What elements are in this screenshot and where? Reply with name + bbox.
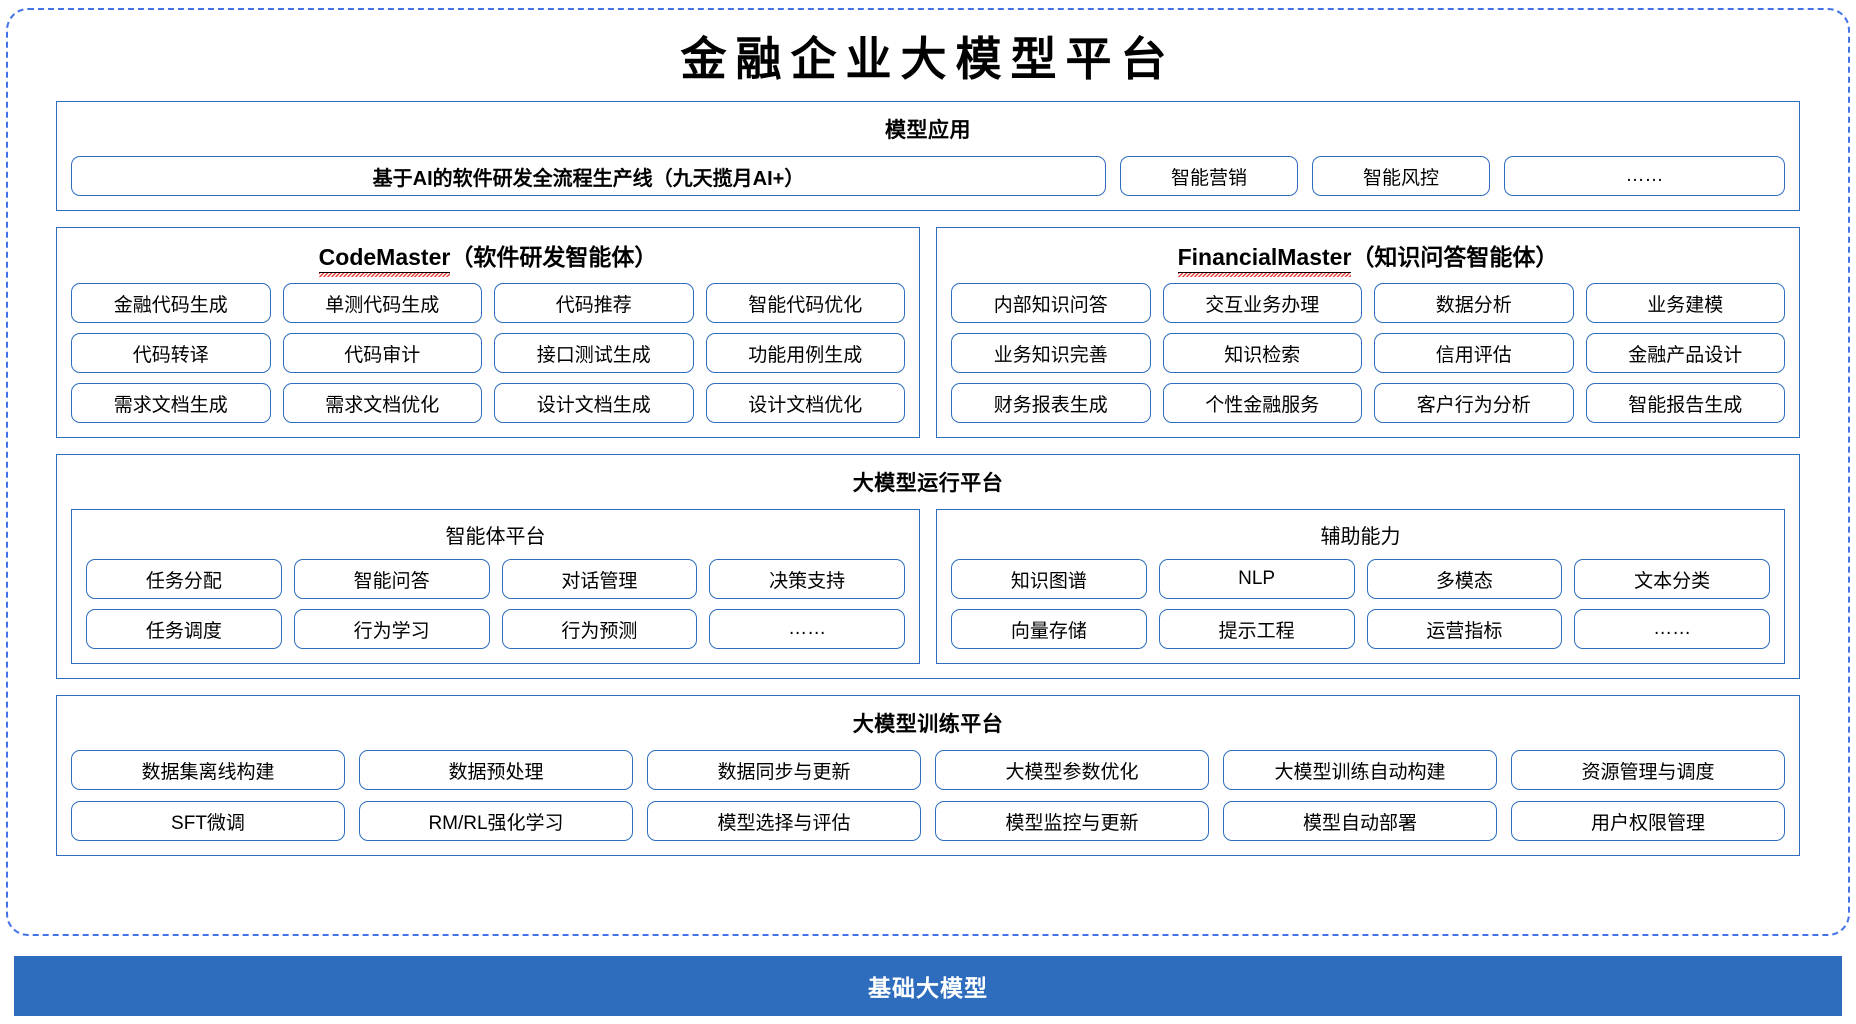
section-title-runtime-platform: 大模型运行平台 <box>852 472 1004 496</box>
section-title-training-platform: 大模型训练平台 <box>852 713 1004 737</box>
training-item[interactable]: 数据预处理 <box>359 750 633 791</box>
capability-item[interactable]: 代码审计 <box>282 333 482 374</box>
page-title: 金融企业大模型平台 <box>680 34 1176 85</box>
auxiliary-item[interactable]: 提示工程 <box>1158 609 1355 650</box>
capability-item[interactable]: 设计文档生成 <box>494 383 694 424</box>
agent-name-en-codemaster: CodeMaster <box>318 244 451 278</box>
section-title-model-application: 模型应用 <box>885 119 971 143</box>
agent-title-codemaster: CodeMaster（软件研发智能体） <box>71 238 905 278</box>
capability-item[interactable]: 需求文档生成 <box>71 383 271 424</box>
runtime-item[interactable]: 行为预测 <box>501 609 698 650</box>
training-platform-grid: 数据集离线构建 数据预处理 数据同步与更新 大模型参数优化 大模型训练自动构建 … <box>71 750 1785 842</box>
runtime-item[interactable]: 行为学习 <box>293 609 490 650</box>
panel-agent-platform: 智能体平台 任务分配 智能问答 对话管理 决策支持 任务调度 行为学习 行为预测… <box>71 509 920 665</box>
capability-item[interactable]: 需求文档优化 <box>282 383 482 424</box>
training-item[interactable]: 大模型参数优化 <box>935 750 1209 791</box>
capability-item[interactable]: 智能代码优化 <box>705 283 905 324</box>
app-flagship-pipeline[interactable]: 基于AI的软件研发全流程生产线（九天揽月AI+） <box>71 156 1106 197</box>
panel-title-auxiliary-capability: 辅助能力 <box>1320 526 1401 549</box>
app-more-ellipsis[interactable]: …… <box>1504 156 1785 197</box>
training-item[interactable]: 数据同步与更新 <box>647 750 921 791</box>
agents-row: CodeMaster（软件研发智能体） 金融代码生成 单测代码生成 代码推荐 智… <box>56 227 1800 439</box>
capability-item[interactable]: 金融产品设计 <box>1585 333 1785 374</box>
panel-grid-agent-platform: 任务分配 智能问答 对话管理 决策支持 任务调度 行为学习 行为预测 …… <box>86 559 905 650</box>
training-item[interactable]: 资源管理与调度 <box>1511 750 1785 791</box>
section-model-application: 模型应用 基于AI的软件研发全流程生产线（九天揽月AI+） 智能营销 智能风控 … <box>56 101 1800 212</box>
runtime-item[interactable]: 决策支持 <box>709 559 905 600</box>
agent-capability-grid-financialmaster: 内部知识问答 交互业务办理 数据分析 业务建模 业务知识完善 知识检索 信用评估… <box>951 283 1785 424</box>
auxiliary-item[interactable]: 运营指标 <box>1366 609 1563 650</box>
auxiliary-item[interactable]: 文本分类 <box>1574 559 1770 600</box>
capability-item[interactable]: 功能用例生成 <box>705 333 905 374</box>
capability-item[interactable]: 财务报表生成 <box>951 383 1151 424</box>
capability-item[interactable]: 智能报告生成 <box>1585 383 1785 424</box>
capability-item[interactable]: 客户行为分析 <box>1374 383 1574 424</box>
auxiliary-item[interactable]: 知识图谱 <box>951 559 1147 600</box>
agent-name-en-financialmaster: FinancialMaster <box>1177 244 1352 278</box>
app-smart-marketing[interactable]: 智能营销 <box>1120 156 1298 197</box>
capability-item[interactable]: 单测代码生成 <box>282 283 482 324</box>
capability-item[interactable]: 代码推荐 <box>494 283 694 324</box>
base-model-label: 基础大模型 <box>868 975 988 1001</box>
model-application-row: 基于AI的软件研发全流程生产线（九天揽月AI+） 智能营销 智能风控 …… <box>71 156 1785 197</box>
training-item[interactable]: 模型监控与更新 <box>935 801 1209 842</box>
auxiliary-item[interactable]: 多模态 <box>1366 559 1563 600</box>
training-item[interactable]: SFT微调 <box>71 801 345 842</box>
auxiliary-item-ellipsis[interactable]: …… <box>1574 609 1770 650</box>
training-item[interactable]: 用户权限管理 <box>1511 801 1785 842</box>
app-smart-risk-control[interactable]: 智能风控 <box>1312 156 1490 197</box>
capability-item[interactable]: 个性金融服务 <box>1162 383 1362 424</box>
capability-item[interactable]: 设计文档优化 <box>705 383 905 424</box>
auxiliary-item[interactable]: NLP <box>1158 559 1355 600</box>
capability-item[interactable]: 知识检索 <box>1162 333 1362 374</box>
runtime-item[interactable]: 任务调度 <box>86 609 282 650</box>
base-model-bar: 基础大模型 <box>14 956 1842 1016</box>
panel-auxiliary-capability: 辅助能力 知识图谱 NLP 多模态 文本分类 向量存储 提示工程 运营指标 …… <box>936 509 1785 665</box>
training-item[interactable]: 模型自动部署 <box>1223 801 1497 842</box>
runtime-item[interactable]: 任务分配 <box>86 559 282 600</box>
training-item[interactable]: 大模型训练自动构建 <box>1223 750 1497 791</box>
runtime-item-ellipsis[interactable]: …… <box>709 609 905 650</box>
capability-item[interactable]: 金融代码生成 <box>71 283 271 324</box>
capability-item[interactable]: 内部知识问答 <box>951 283 1151 324</box>
capability-item[interactable]: 接口测试生成 <box>494 333 694 374</box>
runtime-item[interactable]: 智能问答 <box>293 559 490 600</box>
runtime-panels-row: 智能体平台 任务分配 智能问答 对话管理 决策支持 任务调度 行为学习 行为预测… <box>71 509 1785 665</box>
capability-item[interactable]: 数据分析 <box>1374 283 1574 324</box>
panel-grid-auxiliary-capability: 知识图谱 NLP 多模态 文本分类 向量存储 提示工程 运营指标 …… <box>951 559 1770 650</box>
capability-item[interactable]: 代码转译 <box>71 333 271 374</box>
section-training-platform: 大模型训练平台 数据集离线构建 数据预处理 数据同步与更新 大模型参数优化 大模… <box>56 695 1800 857</box>
agent-box-financialmaster: FinancialMaster（知识问答智能体） 内部知识问答 交互业务办理 数… <box>936 227 1800 439</box>
capability-item[interactable]: 信用评估 <box>1374 333 1574 374</box>
capability-item[interactable]: 业务建模 <box>1585 283 1785 324</box>
agent-name-cn-codemaster: （软件研发智能体） <box>450 244 658 271</box>
runtime-item[interactable]: 对话管理 <box>501 559 698 600</box>
capability-item[interactable]: 业务知识完善 <box>951 333 1151 374</box>
agent-title-financialmaster: FinancialMaster（知识问答智能体） <box>951 238 1785 278</box>
agent-name-cn-financialmaster: （知识问答智能体） <box>1351 244 1559 271</box>
training-item[interactable]: RM/RL强化学习 <box>359 801 633 842</box>
capability-item[interactable]: 交互业务办理 <box>1162 283 1362 324</box>
training-item[interactable]: 数据集离线构建 <box>71 750 345 791</box>
training-item[interactable]: 模型选择与评估 <box>647 801 921 842</box>
agent-box-codemaster: CodeMaster（软件研发智能体） 金融代码生成 单测代码生成 代码推荐 智… <box>56 227 920 439</box>
auxiliary-item[interactable]: 向量存储 <box>951 609 1147 650</box>
section-runtime-platform: 大模型运行平台 智能体平台 任务分配 智能问答 对话管理 决策支持 任务调度 行… <box>56 454 1800 680</box>
agent-capability-grid-codemaster: 金融代码生成 单测代码生成 代码推荐 智能代码优化 代码转译 代码审计 接口测试… <box>71 283 905 424</box>
panel-title-agent-platform: 智能体平台 <box>445 526 546 549</box>
platform-outer-frame: 金融企业大模型平台 模型应用 基于AI的软件研发全流程生产线（九天揽月AI+） … <box>6 8 1850 936</box>
